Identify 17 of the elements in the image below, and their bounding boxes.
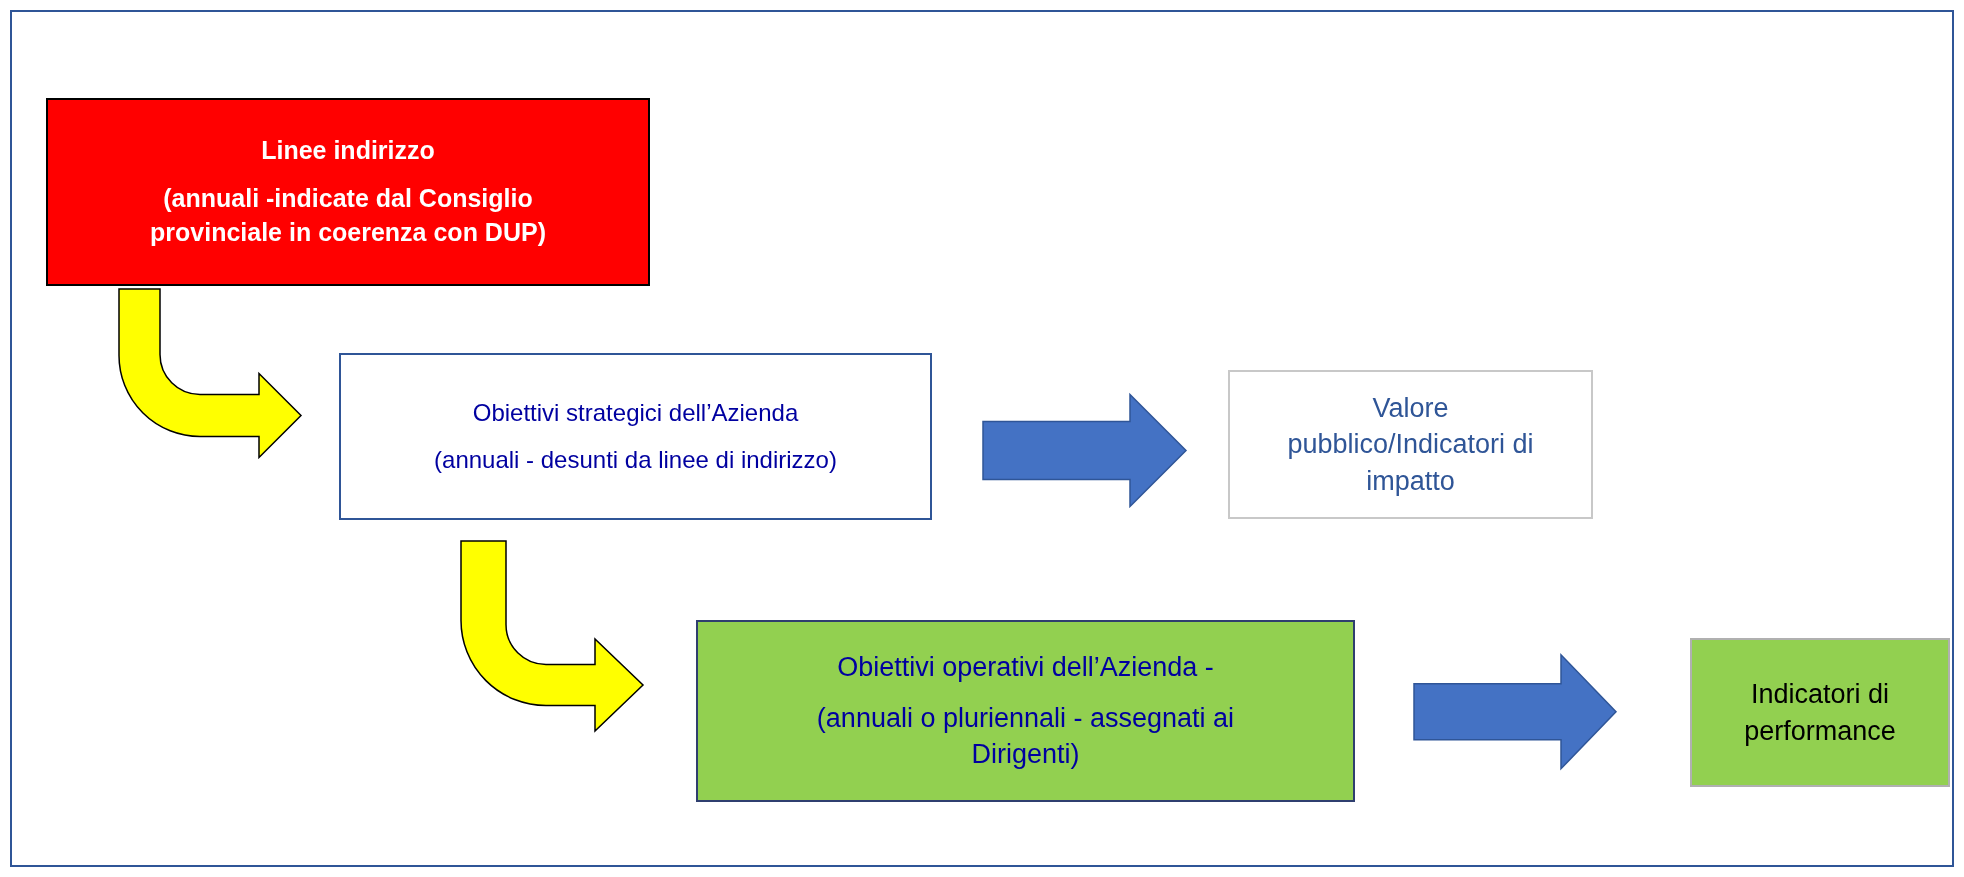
box-text: (annuali o pluriennali - assegnati ai Dirigenti): [815, 701, 1236, 772]
box-text: Indicatori di performance: [1743, 678, 1897, 748]
box-heading: Linee indirizzo: [261, 135, 435, 167]
box-heading: Obiettivi strategici dell’Azienda: [472, 398, 799, 429]
block-arrow: [982, 392, 1188, 509]
box-text: (annuali -indicate dal Consiglio provinciale in coerenza con DUP): [149, 183, 547, 248]
box-text: (annuali - desunti da linee di indirizzo): [434, 444, 837, 475]
block-arrow: [1413, 652, 1618, 771]
process-box: [696, 620, 1355, 802]
box-heading: Obiettivi operativi dell’Azienda -: [837, 651, 1214, 685]
process-box: [46, 98, 650, 286]
process-box: [1690, 638, 1950, 787]
block-arrow: [118, 288, 302, 459]
process-box: [339, 353, 932, 520]
box-text: Valore pubblico/Indicatori di impatto: [1286, 391, 1535, 498]
block-arrow: [460, 540, 644, 732]
process-box: [1228, 370, 1593, 519]
